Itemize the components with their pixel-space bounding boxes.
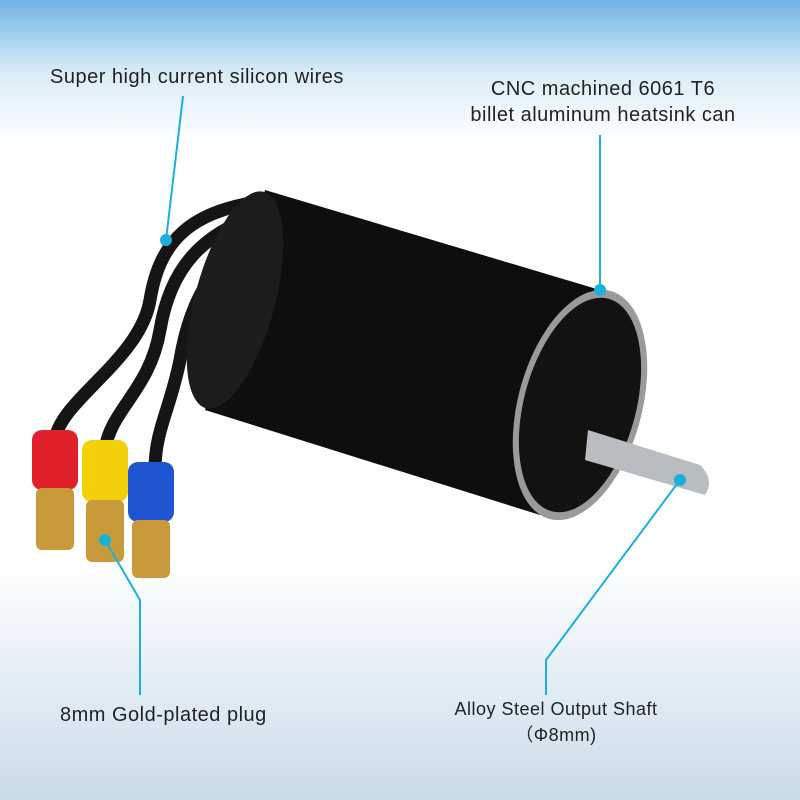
callout-can-line1: CNC machined 6061 T6 — [490, 78, 716, 100]
callout-can: CNC machined 6061 T6 billet aluminum hea… — [468, 76, 738, 128]
callout-shaft-line2: （Φ8mm) — [515, 725, 597, 745]
connectors — [32, 430, 174, 578]
callout-can-line2: billet aluminum heatsink can — [470, 104, 736, 126]
callout-shaft: Alloy Steel Output Shaft （Φ8mm) — [446, 696, 666, 748]
callout-shaft-line1: Alloy Steel Output Shaft — [454, 699, 658, 719]
motor-body — [186, 190, 709, 521]
callout-lines — [99, 95, 686, 695]
callout-wires: Super high current silicon wires — [50, 66, 344, 88]
callout-plug: 8mm Gold-plated plug — [60, 704, 267, 726]
